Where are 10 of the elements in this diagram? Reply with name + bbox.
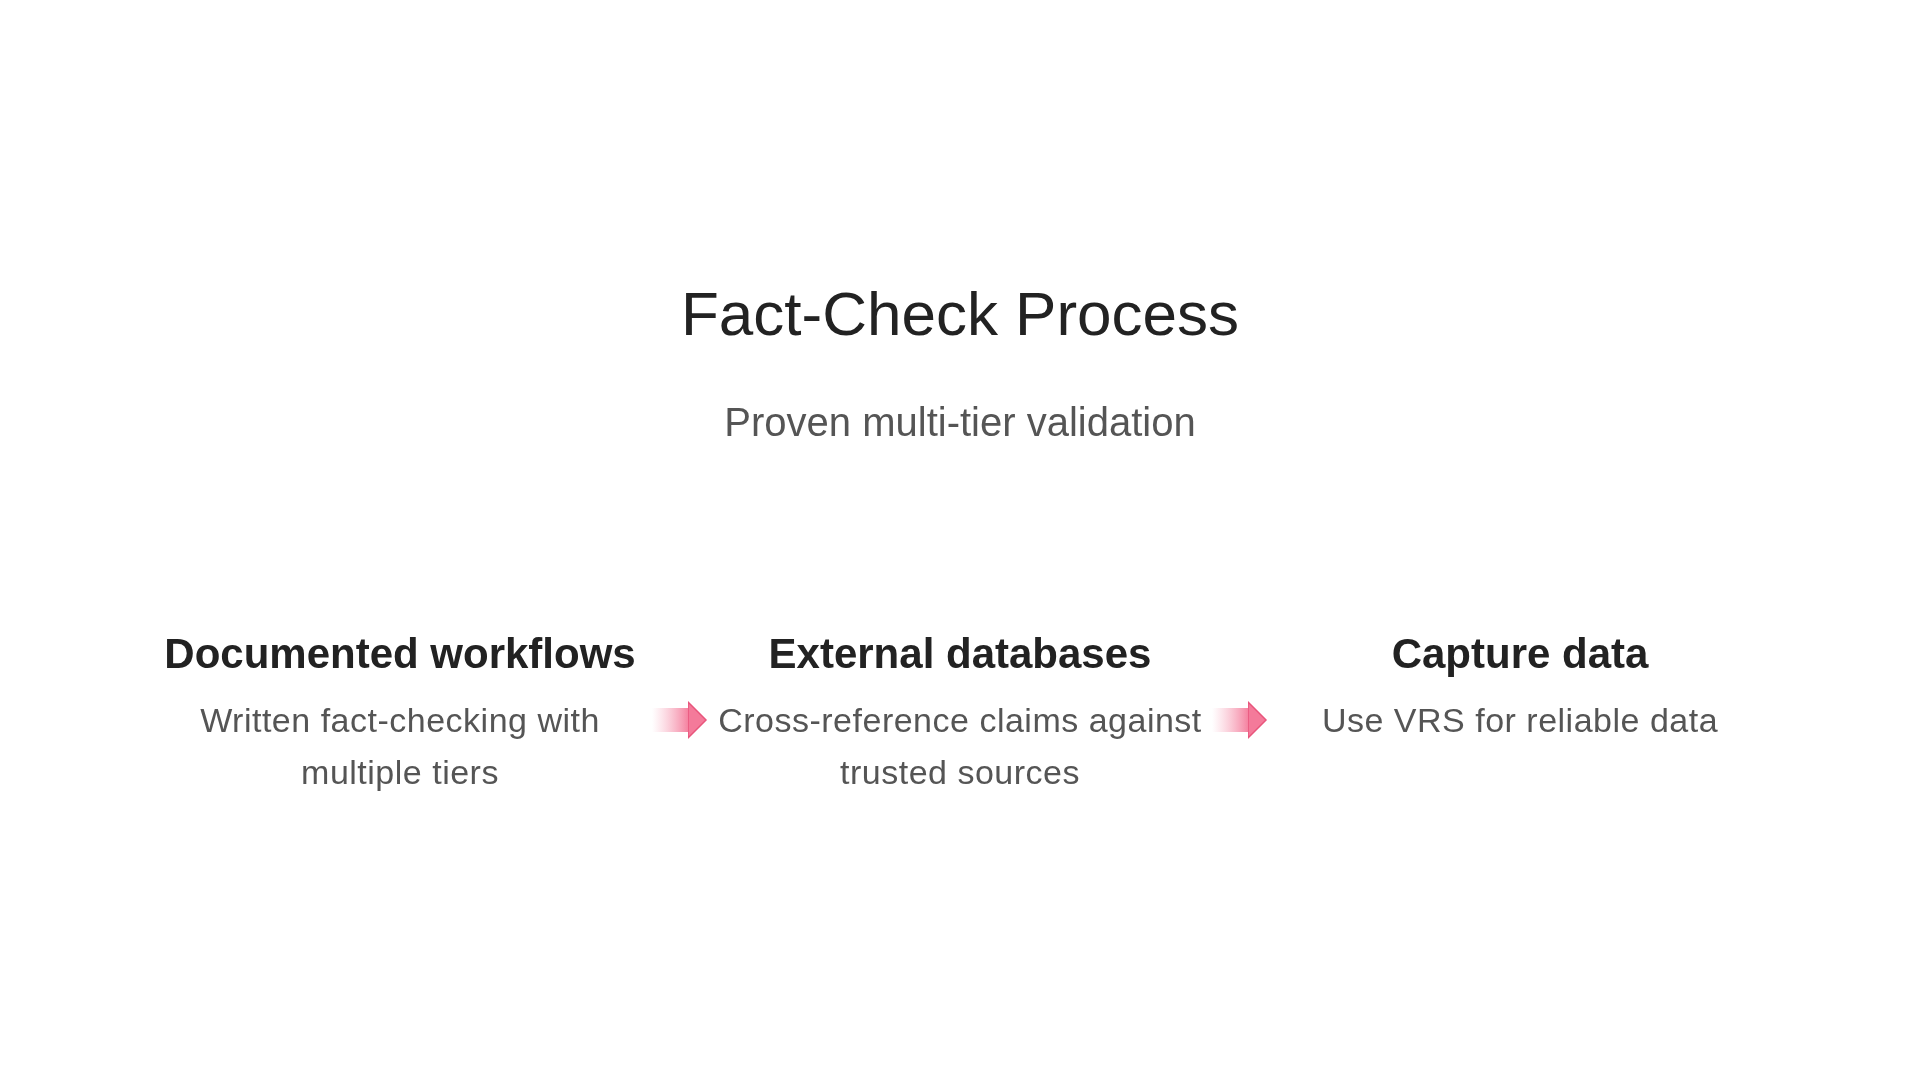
title: Fact-Check Process (679, 278, 1241, 349)
step-description: Use VRS for reliable data (1321, 700, 1719, 741)
step-heading: Capture data (1391, 630, 1649, 678)
arrow (652, 701, 707, 739)
subtitle: Proven multi-tier validation (723, 400, 1197, 445)
step-description: Written fact-checking with multiple tiers (199, 700, 601, 793)
step-heading: Documented workflows (164, 630, 636, 678)
arrow (1212, 701, 1267, 739)
step-description: Cross-reference claims against trusted sources (717, 700, 1203, 793)
step-heading: External databases (768, 630, 1152, 678)
